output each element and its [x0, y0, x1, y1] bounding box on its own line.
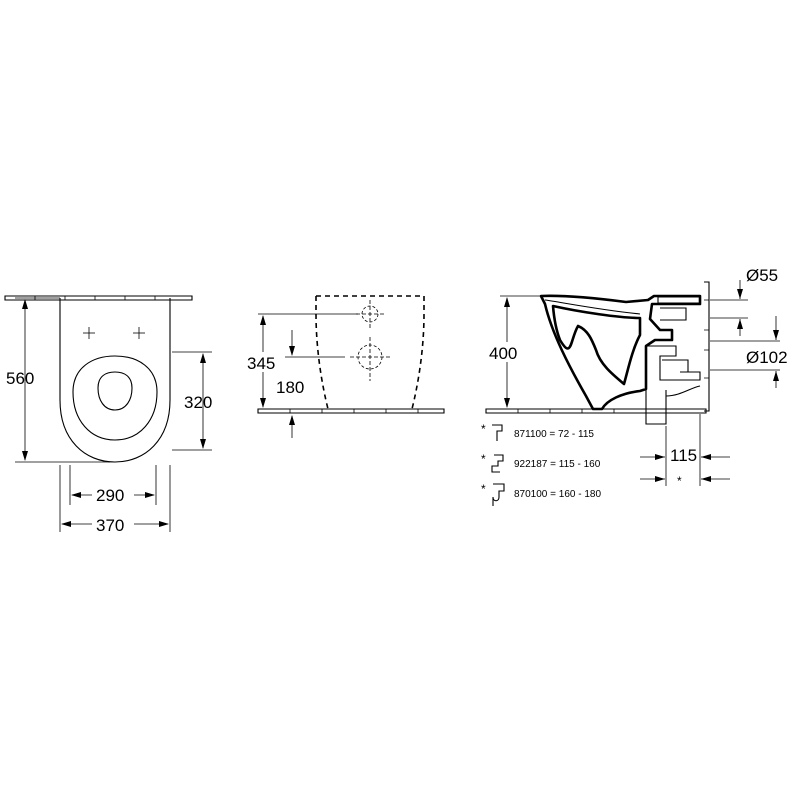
- back-height-lower-label: 180: [276, 378, 304, 397]
- side-inlet-diameter-label: Ø55: [746, 266, 778, 285]
- connector-marker: *: [481, 422, 486, 436]
- back-fixing-point-upper: [356, 300, 384, 328]
- front-wall-plate: [4, 295, 193, 301]
- connector-marker: *: [481, 482, 486, 496]
- connector-text: 922187 = 115 - 160: [514, 459, 601, 470]
- front-fixing-height-label: 320: [184, 393, 212, 412]
- front-fixing-spacing-label: 290: [96, 486, 124, 505]
- side-view: 400 Ø55 Ø102 115 *: [485, 266, 798, 488]
- connector-870100-icon: [492, 483, 505, 506]
- side-outlet-diameter-label: Ø102: [746, 348, 788, 367]
- side-rim-line: [544, 299, 641, 315]
- front-fixing-hole-right: [133, 327, 145, 339]
- back-height-upper-label: 345: [247, 354, 275, 373]
- side-star-marker: *: [677, 474, 682, 488]
- connector-legend: * 871100 = 72 - 115 * 922187 = 115 - 160…: [481, 422, 601, 506]
- connector-marker: *: [481, 452, 486, 466]
- side-floor-joints: [517, 409, 615, 413]
- front-width-label: 370: [96, 516, 124, 535]
- side-connector-curve: [665, 385, 701, 397]
- back-view: 345 180: [244, 295, 445, 438]
- side-floor-line: [485, 408, 707, 414]
- side-wall: [704, 281, 710, 412]
- side-height-label: 400: [489, 344, 517, 363]
- connector-text: 871100 = 72 - 115: [514, 429, 594, 440]
- back-floor-line: [257, 408, 445, 414]
- side-drain-outlet: [646, 345, 701, 381]
- side-wall-joints: [704, 299, 709, 379]
- front-bowl-opening: [97, 371, 133, 411]
- side-bowl-outer: [539, 294, 702, 411]
- side-flush-pipe: [660, 307, 687, 321]
- front-bowl-outline: [59, 298, 171, 463]
- connector-row: * 922187 = 115 - 160: [481, 452, 601, 473]
- connector-871100-icon: [492, 424, 503, 441]
- side-flush-inlet: [657, 296, 701, 304]
- connector-row: * 871100 = 72 - 115: [481, 422, 594, 441]
- front-seat-ring: [72, 355, 158, 441]
- back-bowl-outline: [315, 295, 425, 410]
- side-drain-bend: [662, 359, 689, 372]
- side-connector-pipe: [645, 389, 667, 425]
- connector-text: 870100 = 160 - 180: [514, 489, 601, 500]
- side-projection-label: 115: [670, 446, 697, 465]
- front-fixing-hole-left: [83, 327, 95, 339]
- side-bowl-inner: [551, 304, 642, 386]
- back-floor-joints: [289, 409, 419, 413]
- back-outlet-point: [350, 337, 390, 381]
- front-height-label: 560: [6, 369, 34, 388]
- connector-row: * 870100 = 160 - 180: [481, 482, 601, 506]
- front-view: 560 320 290 370: [4, 295, 212, 535]
- connector-922187-icon: [491, 454, 504, 473]
